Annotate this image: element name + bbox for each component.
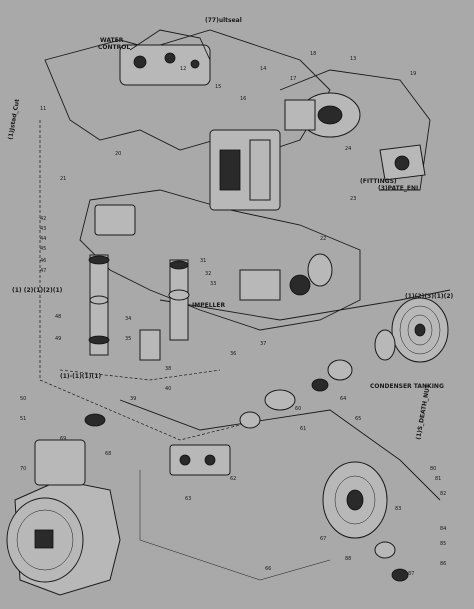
pump-head-upper-right [284,92,361,138]
callout: 38 [165,366,171,372]
label-impeller: IMPELLER [192,302,225,309]
callout: 83 [395,506,401,512]
callout: 20 [115,151,121,157]
callout: 35 [125,336,131,342]
callout: 31 [200,258,206,264]
callout: 40 [165,386,171,392]
callout: 45 [40,246,46,252]
callout: 51 [20,416,26,422]
label-right-top: (3)PATE_ENI [378,185,418,192]
callout: 32 [205,271,211,277]
callout: 42 [40,216,46,222]
callout: 66 [265,566,271,572]
callout: 86 [440,561,446,567]
middle-parts-chain [139,329,353,429]
callout: 24 [345,146,351,152]
callout: 69 [60,436,66,442]
callout: 84 [440,526,446,532]
callout: 88 [345,556,351,562]
callout: 12 [180,66,186,72]
callout: 63 [185,496,191,502]
callout: 62 [230,476,236,482]
callout: 47 [40,268,46,274]
motor-block-center [209,129,281,211]
label-left-mid: (1) (2)(1)(2)(1) [12,287,63,294]
lower-right-housing [322,461,409,582]
callout: 44 [40,236,46,242]
callout: 21 [60,176,66,182]
callout: 11 [40,106,46,112]
callout: 61 [300,426,306,432]
text-labels: WATER CONTROL (77)ultseal (1)Jstad_Cut (… [7,17,453,440]
callout: 80 [430,466,436,472]
callout: 50 [20,396,26,402]
callout: 13 [350,56,356,62]
callout: 48 [55,314,61,320]
label-water: WATER [100,37,124,44]
label-top: (77)ultseal [205,17,242,24]
label-condenser: CONDENSER TANKING [370,383,444,390]
callout: 43 [40,226,46,232]
left-component-stack [88,204,136,356]
callout: 82 [440,491,446,497]
callout: 60 [295,406,301,412]
callout: 14 [260,66,266,72]
callout: 67 [320,536,326,542]
right-fitting [379,144,426,181]
callout: 16 [240,96,246,102]
callout: 39 [130,396,136,402]
callout: 36 [230,351,236,357]
callout: 33 [210,281,216,287]
impeller [374,297,449,363]
label-control: CONTROL [98,44,130,51]
label-fitting: (FITTINGS) [360,178,397,185]
callout: 46 [40,258,46,264]
label-right-vertical: (1)S_DEATH_NUT [415,383,432,441]
callout: 34 [125,316,131,322]
callout: 49 [55,336,61,342]
callout: 85 [440,541,446,547]
callout: 64 [340,396,346,402]
callout: 65 [355,416,361,422]
callout-numbers: 12 15 16 14 17 18 13 19 20 21 22 23 11 2… [20,51,446,577]
label-left-low: (1)-(1)(1)(1) [60,373,101,380]
lower-manifold [169,444,231,476]
top-bracket [119,29,211,86]
callout: 19 [410,71,416,77]
callout: 22 [320,236,326,242]
callout: 17 [290,76,296,82]
label-left-vertical: (1)Jstad_Cut [7,98,21,140]
callout: 68 [105,451,111,457]
callout: 23 [350,196,356,202]
label-ring-top: (1)(2)(3)(1)(2) [405,293,454,300]
callout: 37 [260,341,266,347]
callout: 87 [408,571,414,577]
callout: 70 [20,466,26,472]
callout: 81 [435,476,441,482]
callout: 18 [310,51,316,57]
callout: 15 [215,84,221,90]
lower-left-pump [6,413,121,596]
center-shaft [168,253,333,341]
